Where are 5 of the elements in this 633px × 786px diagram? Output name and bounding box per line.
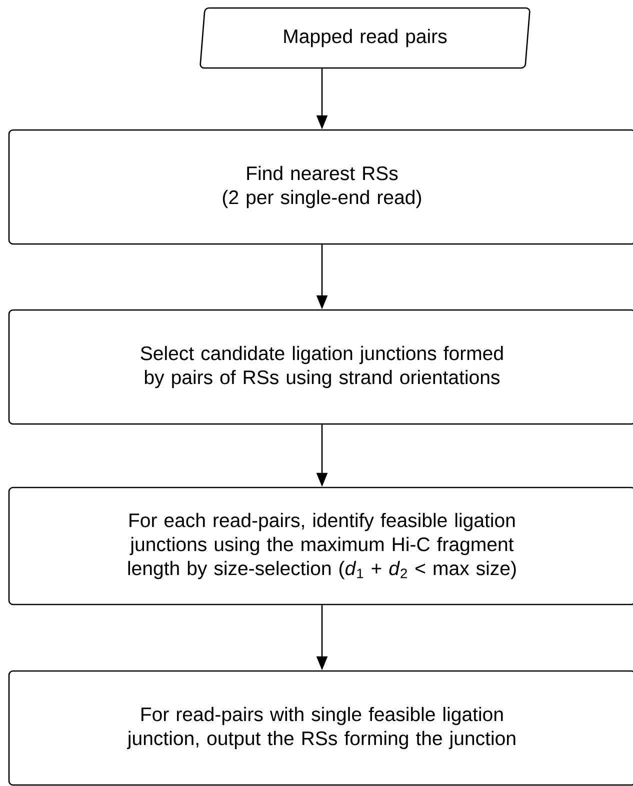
process-box: Select candidate ligation junctions formed by pairs of RSs using strand orientations [8,309,633,425]
process-box: For each read-pairs, identify feasible ligation junctions using the maximum Hi-C fragment length by size-selection (d$_{1}$ + d$_{2}$ < max size) [8,486,633,606]
input-parallelogram: Mapped read pairs [200,7,530,69]
process-box: Find nearest RSs (2 per single-end read) [8,129,633,245]
process-box: For read-pairs with single feasible ligation junction, output the RSs forming the junction [8,670,633,786]
